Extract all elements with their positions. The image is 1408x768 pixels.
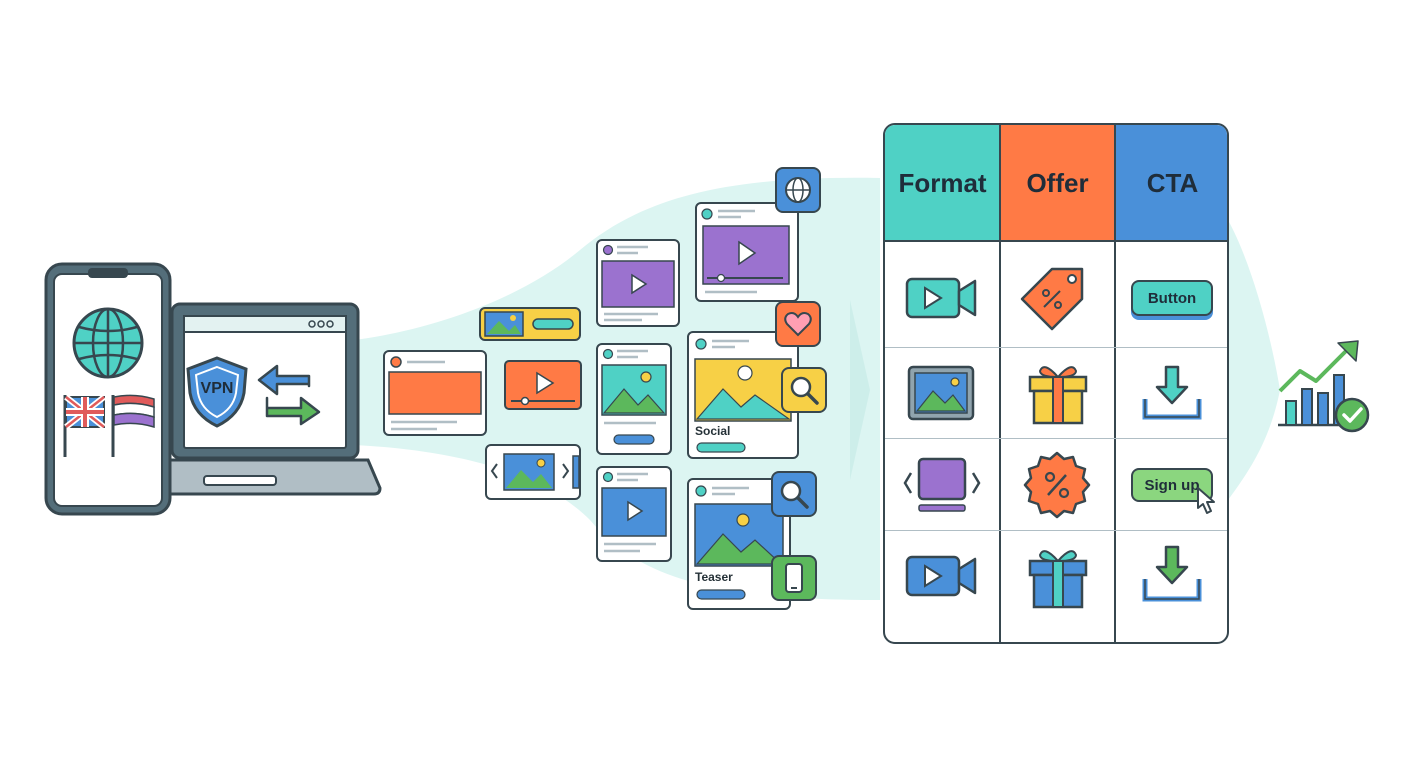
video-post-card-blue: [596, 466, 672, 562]
cta-download-icon: [1115, 347, 1227, 439]
vpn-label: VPN: [200, 380, 234, 397]
matrix-header-format: Format: [885, 125, 1000, 241]
image-post-card: [596, 343, 672, 455]
search-badge-icon-2: [770, 470, 818, 518]
banner-card: [479, 307, 581, 341]
offer-discount-badge-icon: [1000, 439, 1115, 531]
vpn-shield-icon: [184, 355, 250, 429]
swap-arrows-icon: [255, 360, 325, 426]
phone: [44, 262, 172, 516]
cta-button: Button: [1131, 280, 1213, 316]
heart-badge-icon: [774, 300, 822, 348]
search-badge-icon: [780, 366, 828, 414]
social-post-card: [687, 331, 799, 459]
variant-matrix: Format Offer CTA Button: [883, 123, 1229, 644]
offer-price-tag-icon: [1000, 253, 1115, 345]
format-video-icon-2: [885, 531, 1000, 623]
globe-badge-icon: [774, 166, 822, 214]
cta-download-icon-2: [1115, 531, 1227, 623]
offer-gift-icon: [1000, 347, 1115, 439]
globe-icon: [70, 305, 146, 381]
cursor-icon: [1196, 486, 1218, 516]
offer-gift-icon-2: [1000, 531, 1115, 623]
video-ad-card: [503, 359, 583, 411]
matrix-header-cta: CTA: [1115, 125, 1227, 241]
carousel-card: [485, 444, 581, 500]
format-image-icon: [885, 347, 1000, 439]
teaser-label: Teaser: [695, 570, 733, 584]
video-post-card-large: [695, 202, 799, 302]
social-label: Social: [695, 424, 731, 438]
teaser-post-card: [687, 478, 791, 610]
video-post-card-purple: [596, 239, 680, 327]
format-carousel-icon: [885, 439, 1000, 531]
growth-chart-icon: [1274, 335, 1378, 439]
matrix-header-offer: Offer: [1000, 125, 1115, 241]
format-video-icon: [885, 253, 1000, 345]
nl-flag-icon: [108, 393, 156, 459]
uk-flag-icon: [60, 393, 106, 459]
mobile-badge-icon: [770, 554, 818, 602]
display-card: [383, 350, 487, 436]
